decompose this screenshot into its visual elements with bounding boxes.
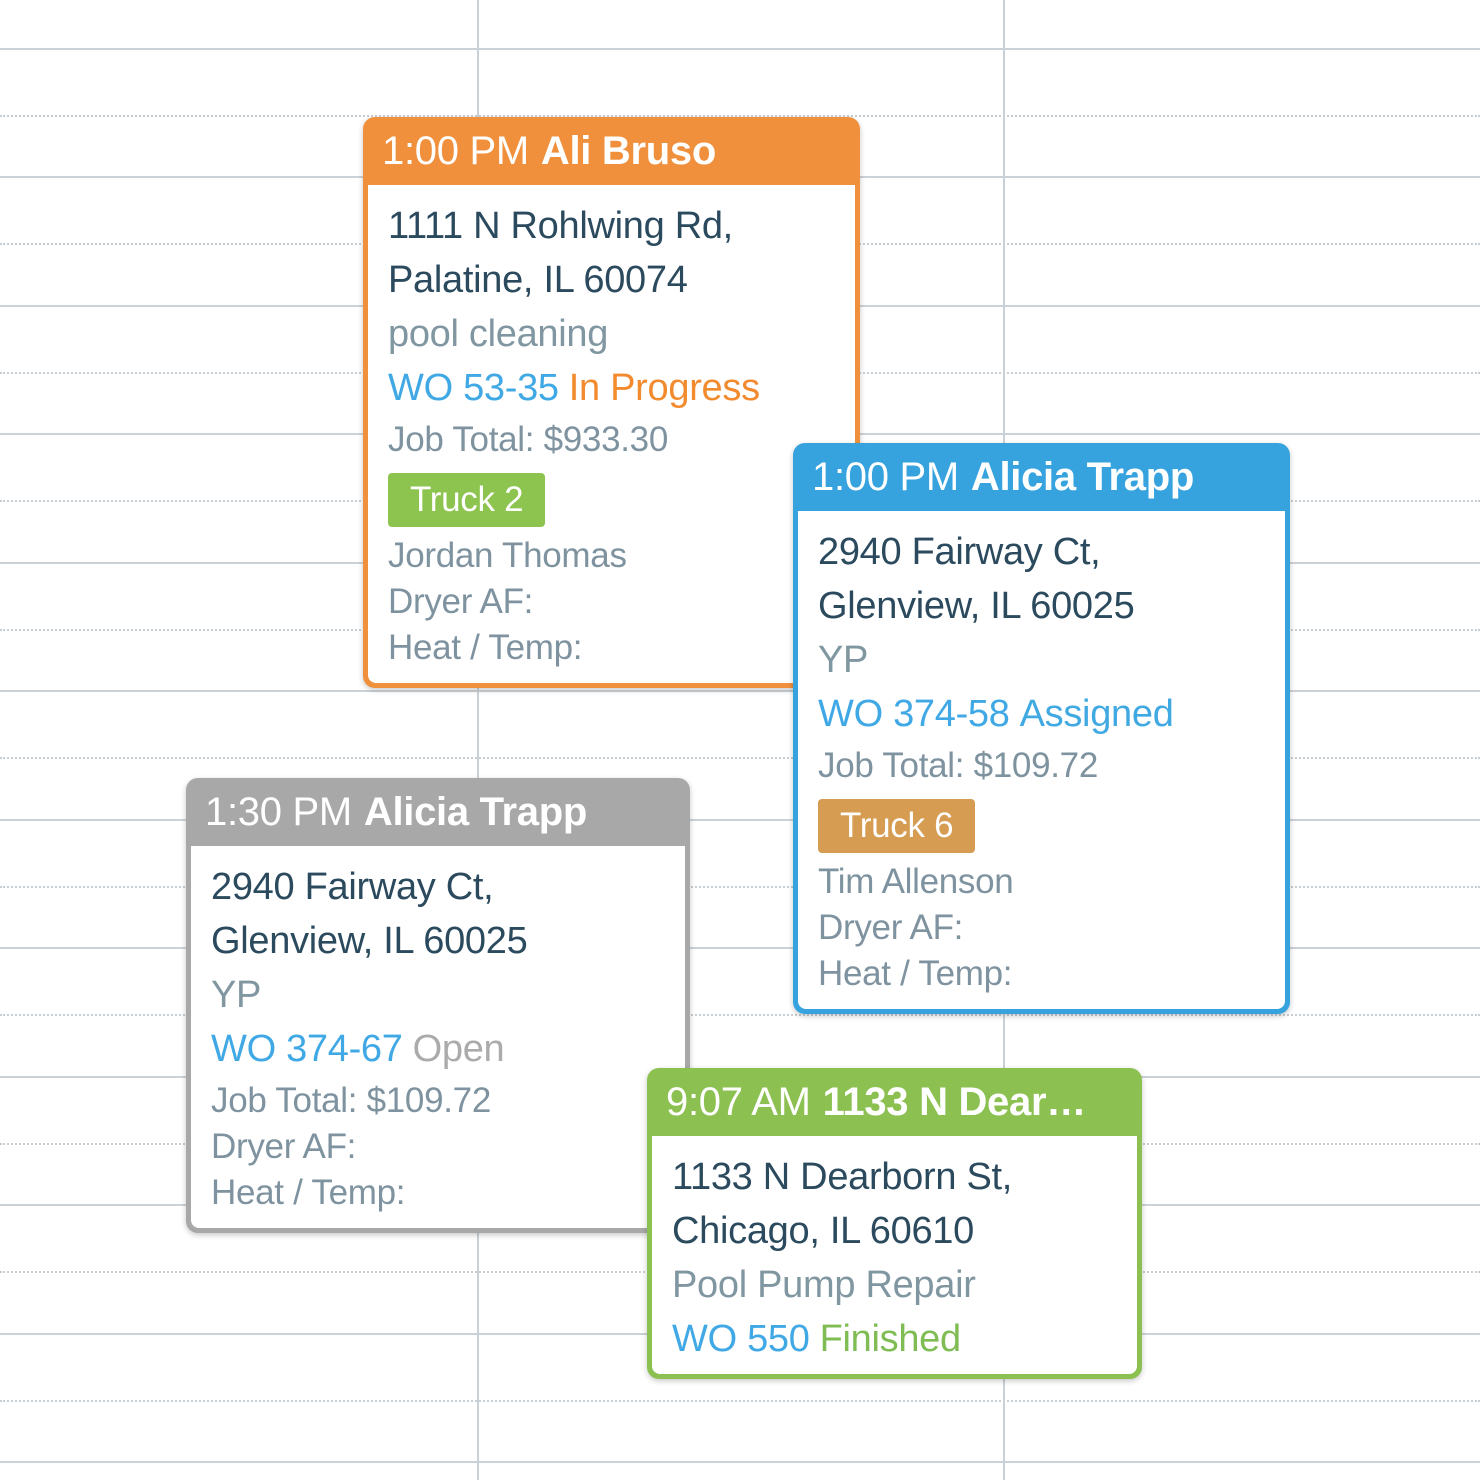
truck-badge-row: Truck 6 [818,789,1265,859]
grid-hour-line [0,690,1480,692]
job-address: 2940 Fairway Ct, Glenview, IL 60025 [818,531,1135,627]
custom-field-heat-temp: Heat / Temp: [211,1173,406,1212]
work-order-link[interactable]: WO 550 [672,1318,810,1360]
work-order-link[interactable]: WO 374-58 [818,693,1010,735]
work-order-status: Finished [819,1318,962,1360]
grid-half-hour-line [0,1014,1480,1016]
grid-half-hour-line [0,1400,1480,1402]
custom-field-heat-temp: Heat / Temp: [388,628,583,667]
job-address: 1111 N Rohlwing Rd, Palatine, IL 60074 [388,205,733,301]
work-order-status: In Progress [568,367,760,409]
job-total: Job Total: $109.72 [818,746,1099,785]
job-address: 2940 Fairway Ct, Glenview, IL 60025 [211,866,528,962]
event-title: 1133 N Dear… [822,1080,1087,1124]
card-body: 1111 N Rohlwing Rd, Palatine, IL 60074 p… [368,185,855,683]
grid-hour-line [0,947,1480,949]
event-title: Alicia Trapp [970,455,1195,499]
grid-column-line [477,0,479,1480]
custom-field-dryer: Dryer AF: [388,582,534,621]
work-order-link[interactable]: WO 374-67 [211,1028,403,1070]
grid-half-hour-line [0,757,1480,759]
job-total: Job Total: $109.72 [211,1081,492,1120]
event-time: 1:00 PM [812,455,959,499]
grid-half-hour-line [0,886,1480,888]
event-time: 1:30 PM [205,790,352,834]
work-order-status: Open [412,1028,505,1070]
job-total: Job Total: $933.30 [388,420,669,459]
assignee: Jordan Thomas [388,536,627,575]
event-title: Alicia Trapp [363,790,588,834]
job-service: YP [211,974,262,1016]
event-time: 9:07 AM [666,1080,811,1124]
assignee: Tim Allenson [818,862,1014,901]
grid-half-hour-line [0,115,1480,117]
job-service: Pool Pump Repair [672,1264,976,1306]
grid-hour-line [0,48,1480,50]
job-address: 1133 N Dearborn St, Chicago, IL 60610 [672,1156,1013,1252]
truck-badge: Truck 2 [388,473,546,527]
grid-hour-line [0,819,1480,821]
custom-field-dryer: Dryer AF: [211,1127,357,1166]
event-time: 1:00 PM [382,129,529,173]
truck-badge: Truck 6 [818,799,976,853]
work-order-status: Assigned [1019,693,1174,735]
grid-hour-line [0,1461,1480,1463]
card-body: 2940 Fairway Ct, Glenview, IL 60025 YP W… [191,846,685,1228]
job-service: pool cleaning [388,313,609,355]
custom-field-dryer: Dryer AF: [818,908,964,947]
job-service: YP [818,639,869,681]
work-order-link[interactable]: WO 53-35 [388,367,559,409]
custom-field-heat-temp: Heat / Temp: [818,954,1013,993]
truck-badge-row: Truck 2 [388,463,835,533]
card-body: 2940 Fairway Ct, Glenview, IL 60025 YP W… [798,511,1285,1009]
card-body: 1133 N Dearborn St, Chicago, IL 60610 Po… [652,1136,1137,1374]
event-title: Ali Bruso [540,129,716,173]
